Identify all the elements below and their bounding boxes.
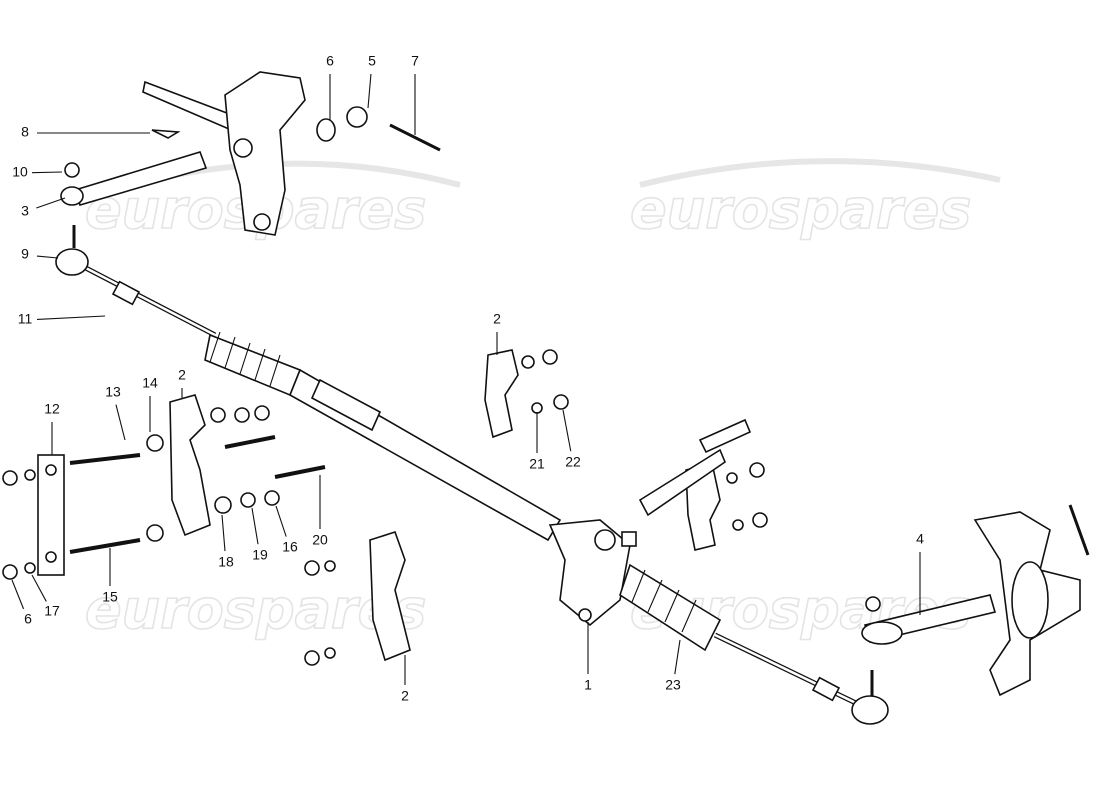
callout-leader-line <box>115 404 126 441</box>
callout-number: 21 <box>529 456 545 472</box>
watermark-logo: eurospares <box>630 178 971 241</box>
callout-number: 2 <box>178 367 186 383</box>
left-ball-joint <box>55 248 89 276</box>
callout-number: 6 <box>24 611 32 627</box>
callout-number: 12 <box>44 401 60 417</box>
right-rack-boot <box>619 563 722 652</box>
callout-number: 17 <box>44 603 60 619</box>
callout-number: 15 <box>102 589 118 605</box>
callout-number: 10 <box>12 164 28 180</box>
right-ball-joint <box>851 695 889 725</box>
watermark-logo: eurospares <box>85 578 426 641</box>
callout-leader-line <box>367 73 372 109</box>
callout-leader-line <box>275 505 287 537</box>
callout-leader-line <box>11 579 25 610</box>
pinion-housing <box>548 519 637 627</box>
callout-leader-line <box>36 315 106 320</box>
callout-leader-line <box>31 171 63 174</box>
left-steering-knuckle <box>60 71 441 236</box>
callout-number: 7 <box>411 53 419 69</box>
callout-number: 13 <box>105 384 121 400</box>
callout-leader-line <box>36 197 66 209</box>
callout-number: 1 <box>584 677 592 693</box>
callout-number: 16 <box>282 539 298 555</box>
callout-leader-line <box>221 514 226 552</box>
callout-number: 20 <box>312 532 328 548</box>
callout-number: 5 <box>368 53 376 69</box>
callout-leader-line <box>31 574 47 602</box>
callout-number: 8 <box>21 124 29 140</box>
callout-leader-line <box>36 255 59 259</box>
callout-leader-line <box>562 409 572 452</box>
callout-number: 19 <box>252 547 268 563</box>
callout-number: 11 <box>18 311 33 327</box>
callout-leader-line <box>251 507 259 545</box>
callout-number: 2 <box>401 688 409 704</box>
right-steering-knuckle <box>861 504 1090 697</box>
callout-number: 18 <box>218 554 234 570</box>
callout-number: 22 <box>565 454 581 470</box>
callout-number: 4 <box>916 531 924 547</box>
steering-rack-assembly <box>55 225 889 725</box>
callout-number: 14 <box>142 375 158 391</box>
callout-number: 2 <box>493 311 501 327</box>
callout-leader-line <box>674 639 681 675</box>
callout-number: 3 <box>21 203 29 219</box>
callout-number: 9 <box>21 246 29 262</box>
callout-number: 6 <box>326 53 334 69</box>
left-rack-boot <box>204 331 302 397</box>
callout-number: 23 <box>665 677 681 693</box>
mounting-brackets <box>2 349 768 666</box>
